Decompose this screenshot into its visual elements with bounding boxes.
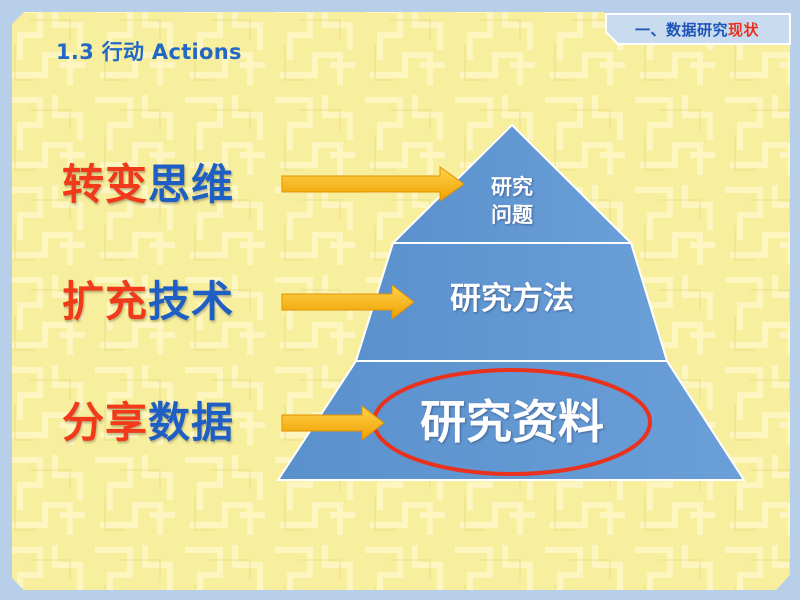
phrase-1-part2: 思维 xyxy=(148,160,235,209)
corner-tag-prefix: 一、数据研究 xyxy=(634,20,728,39)
phrase-change-thinking: 转变思维 xyxy=(62,155,234,215)
corner-section-tag: 一、数据研究现状 xyxy=(606,14,788,44)
pyramid-top-label-line2: 问题 xyxy=(491,203,533,227)
phrase-1-part1: 转变 xyxy=(62,160,149,209)
arrow-1 xyxy=(281,166,465,202)
corner-tag-highlight: 现状 xyxy=(728,20,760,39)
phrase-3-part2: 数据 xyxy=(148,398,235,447)
pyramid-top-label-line1: 研究 xyxy=(491,175,533,199)
arrow-3 xyxy=(281,404,385,442)
pyramid-bottom-label: 研究资料 xyxy=(420,395,604,449)
phrase-3-part1: 分享 xyxy=(62,398,149,447)
section-title: 1.3 行动 Actions xyxy=(56,40,242,64)
corner-tag-box xyxy=(605,13,791,45)
phrase-expand-tech: 扩充技术 xyxy=(62,272,234,332)
phrase-2-part2: 技术 xyxy=(148,277,235,326)
phrase-share-data: 分享数据 xyxy=(62,393,234,453)
pyramid-middle-label: 研究方法 xyxy=(450,281,574,317)
pyramid-top-label: 研究 问题 xyxy=(462,173,562,229)
phrase-2-part1: 扩充 xyxy=(62,277,149,326)
arrow-2 xyxy=(281,283,415,321)
